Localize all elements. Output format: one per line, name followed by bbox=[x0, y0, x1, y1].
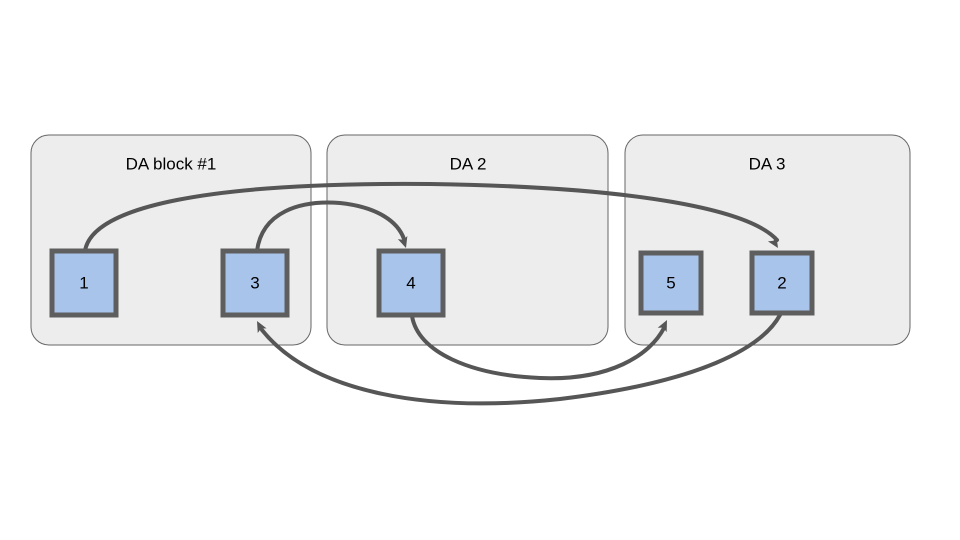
arrow-head-icon-e3 bbox=[657, 320, 667, 333]
node-label-n5: 5 bbox=[666, 273, 675, 292]
node-label-n4: 4 bbox=[406, 273, 415, 292]
arrow-head-icon-e1 bbox=[767, 236, 778, 248]
arrow-head-icon-e4 bbox=[257, 321, 267, 334]
arrow-head-icon-e2 bbox=[397, 235, 408, 248]
edges-layer bbox=[83, 181, 782, 406]
edge-path-e1 bbox=[83, 181, 779, 253]
edge-path-e4 bbox=[260, 313, 782, 406]
node-label-n2: 2 bbox=[777, 273, 786, 292]
group-title-da1: DA block #1 bbox=[126, 154, 217, 173]
group-container-da2[interactable]: DA 2 bbox=[326, 134, 609, 346]
node-rect-n4 bbox=[376, 248, 446, 318]
node-n5[interactable]: 5 bbox=[638, 250, 704, 316]
edge-path-e2 bbox=[255, 200, 406, 253]
node-n2[interactable]: 2 bbox=[749, 250, 815, 316]
group-title-da3: DA 3 bbox=[749, 154, 786, 173]
node-rect-n5 bbox=[638, 250, 704, 316]
edge-e1[interactable] bbox=[83, 181, 782, 253]
edge-e2[interactable] bbox=[255, 200, 411, 253]
edge-e4[interactable] bbox=[253, 313, 782, 406]
node-rect-n3 bbox=[220, 248, 290, 318]
node-n3[interactable]: 3 bbox=[220, 248, 290, 318]
edge-path-e3 bbox=[410, 314, 666, 381]
node-n1[interactable]: 1 bbox=[49, 248, 119, 318]
node-label-n3: 3 bbox=[250, 273, 259, 292]
nodes-layer: 1 3 4 5 2 bbox=[49, 248, 815, 318]
node-n4[interactable]: 4 bbox=[376, 248, 446, 318]
group-title-da2: DA 2 bbox=[450, 154, 487, 173]
node-rect-n2 bbox=[749, 250, 815, 316]
node-label-n1: 1 bbox=[79, 273, 88, 292]
node-rect-n1 bbox=[49, 248, 119, 318]
edge-e3[interactable] bbox=[410, 314, 671, 381]
